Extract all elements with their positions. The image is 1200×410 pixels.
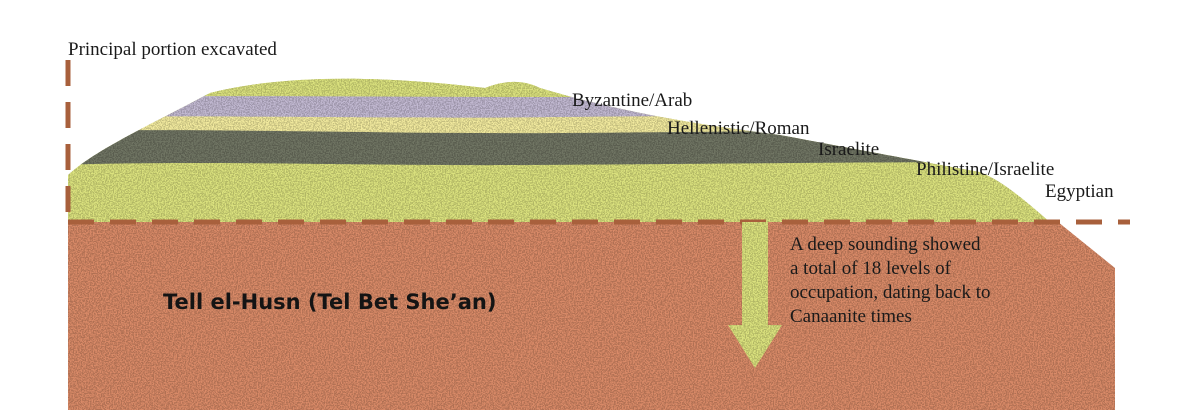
tell-base-mound [68, 222, 1115, 410]
sounding-note-line-2: a total of 18 levels of [790, 258, 952, 279]
sounding-note-line-3: occupation, dating back to [790, 282, 991, 303]
stratum-philistine-israelite [68, 128, 1010, 166]
sounding-note-line-4: Canaanite times [790, 306, 912, 327]
layer-label-philistine-israelite: Philistine/Israelite [916, 159, 1054, 180]
sounding-note: A deep sounding showed a total of 18 lev… [790, 234, 991, 327]
layer-label-israelite: Israelite [818, 139, 879, 160]
sounding-note-line-1: A deep sounding showed [790, 234, 981, 255]
excavation-label: Principal portion excavated [68, 39, 277, 60]
deep-sounding-arrow [728, 222, 782, 368]
tell-title: Tell el-Husn (Tel Bet She’an) [163, 290, 496, 314]
layer-label-egyptian: Egyptian [1045, 181, 1114, 202]
layer-label-byzantine-arab: Byzantine/Arab [572, 90, 692, 111]
strata-stack [68, 78, 1050, 222]
stratum-hellenistic-roman [68, 95, 1010, 118]
layer-label-hellenistic-roman: Hellenistic/Roman [667, 118, 810, 139]
excavation-boundary [65, 60, 1130, 225]
